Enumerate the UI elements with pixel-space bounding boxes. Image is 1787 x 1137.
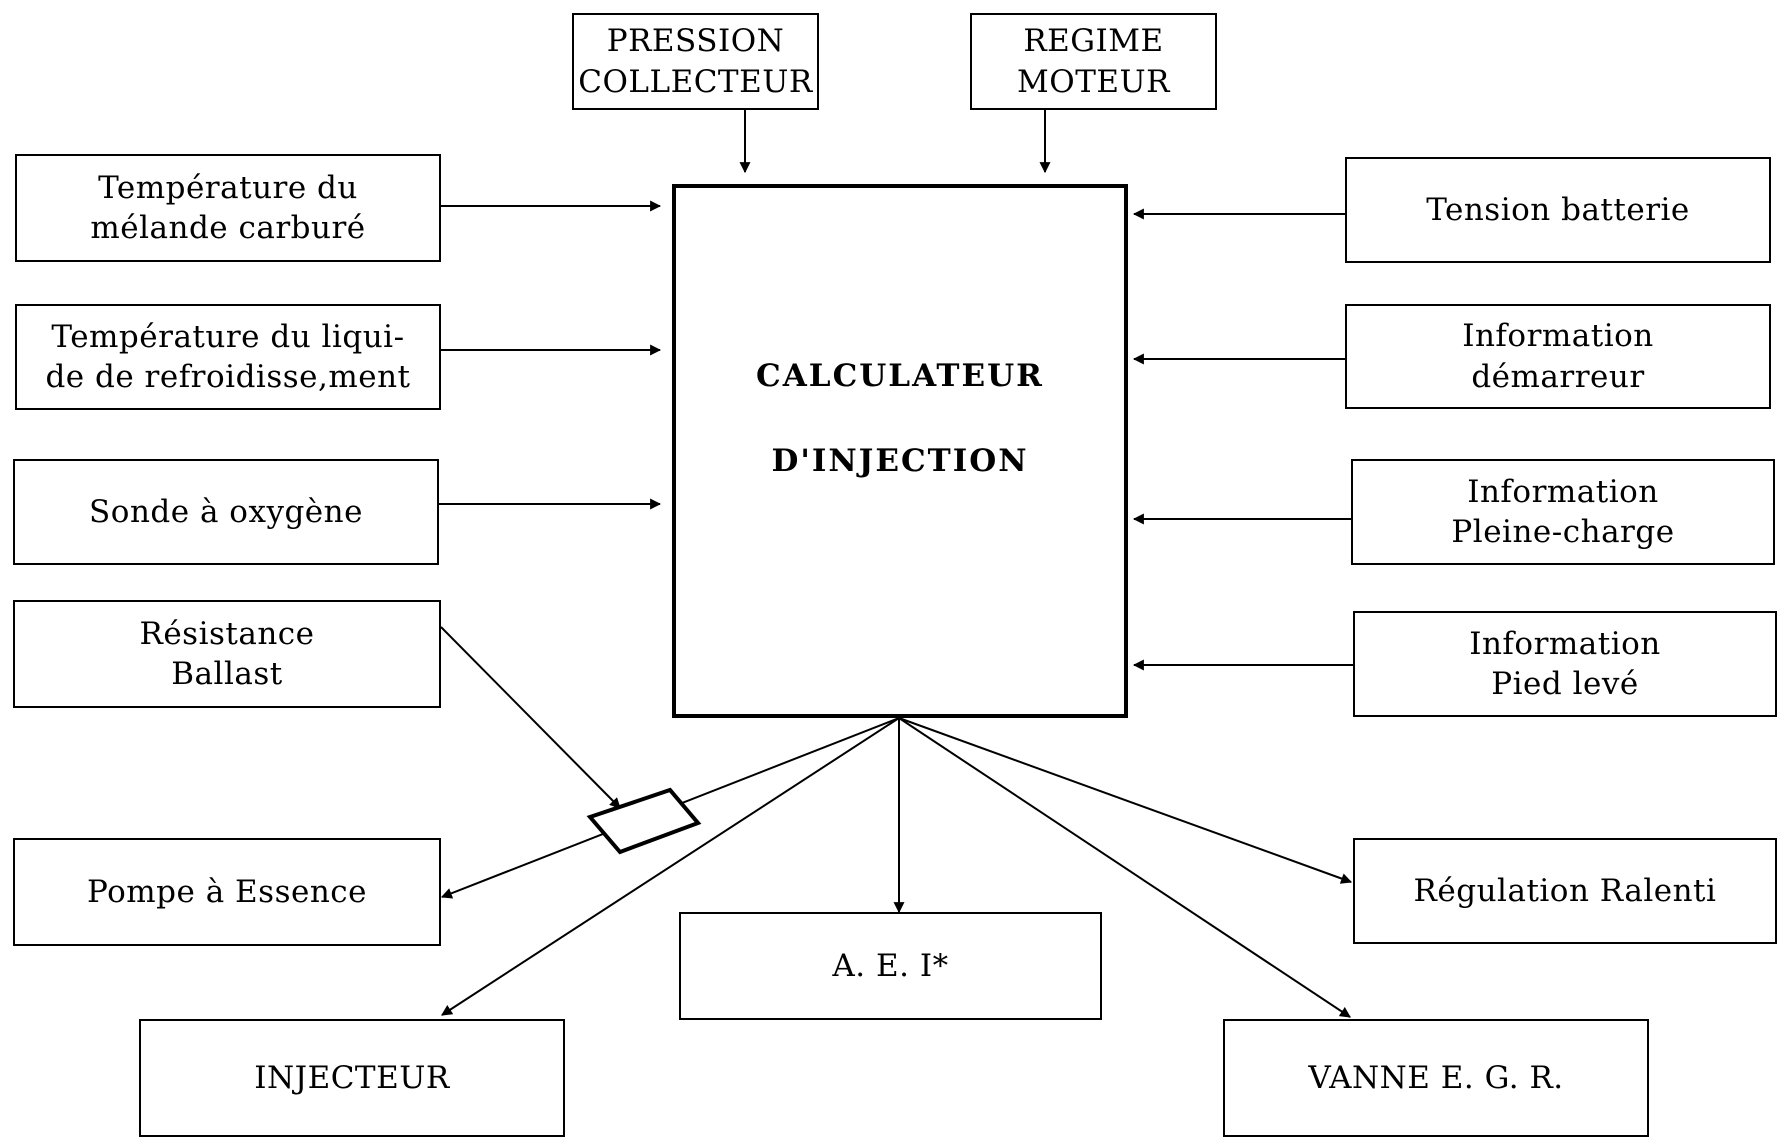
calculateur-injection-box: CALCULATEUR D'INJECTION [672, 184, 1128, 718]
temp-melange-box: Température du mélande carburé [15, 154, 441, 262]
injecteur-box: INJECTEUR [139, 1019, 565, 1137]
injecteur-label: INJECTEUR [254, 1059, 450, 1096]
info-pleine-charge-label: Information Pleine-charge [1451, 473, 1675, 550]
ballast-resistor-symbol [586, 787, 702, 855]
vanne-egr-box: VANNE E. G. R. [1223, 1019, 1649, 1137]
tension-batterie-box: Tension batterie [1345, 157, 1771, 263]
sonde-oxygene-box: Sonde à oxygène [13, 459, 439, 565]
regime-moteur-box: REGIME MOTEUR [970, 13, 1217, 110]
regulation-ralenti-box: Régulation Ralenti [1353, 838, 1777, 944]
regulation-ralenti-label: Régulation Ralenti [1413, 872, 1717, 909]
info-demarreur-label: Information démarreur [1462, 318, 1654, 395]
info-demarreur-box: Information démarreur [1345, 304, 1771, 409]
temp-melange-label: Température du mélande carburé [90, 169, 366, 246]
temp-liquide-label: Température du liqui- de de refroidisse,… [45, 318, 411, 395]
resistance-ballast-box: Résistance Ballast [13, 600, 441, 708]
resistance-ballast-label: Résistance Ballast [139, 615, 315, 692]
tension-batterie-label: Tension batterie [1426, 191, 1690, 228]
sonde-oxygene-label: Sonde à oxygène [89, 493, 363, 530]
pompe-essence-box: Pompe à Essence [13, 838, 441, 946]
central-title-line1: CALCULATEUR [756, 358, 1044, 394]
central-title-line2: D'INJECTION [771, 443, 1029, 480]
temp-liquide-box: Température du liqui- de de refroidisse,… [15, 304, 441, 410]
arrow-to-regulation-ralenti [898, 717, 1353, 884]
regime-moteur-label: REGIME MOTEUR [1017, 23, 1170, 100]
arrow-to-vanne-egr [898, 717, 1351, 1018]
aei-label: A. E. I* [832, 947, 949, 984]
aei-box: A. E. I* [679, 912, 1102, 1020]
pompe-essence-label: Pompe à Essence [86, 873, 367, 910]
info-pied-leve-box: Information Pied levé [1353, 611, 1777, 717]
info-pied-leve-label: Information Pied levé [1469, 625, 1661, 702]
arrow-resistance-ballast [440, 626, 621, 809]
arrow-to-injecteur [441, 717, 900, 1016]
info-pleine-charge-box: Information Pleine-charge [1351, 459, 1775, 565]
pression-collecteur-box: PRESSION COLLECTEUR [572, 13, 819, 110]
vanne-egr-label: VANNE E. G. R. [1308, 1059, 1564, 1096]
pression-collecteur-label: PRESSION COLLECTEUR [578, 23, 813, 100]
